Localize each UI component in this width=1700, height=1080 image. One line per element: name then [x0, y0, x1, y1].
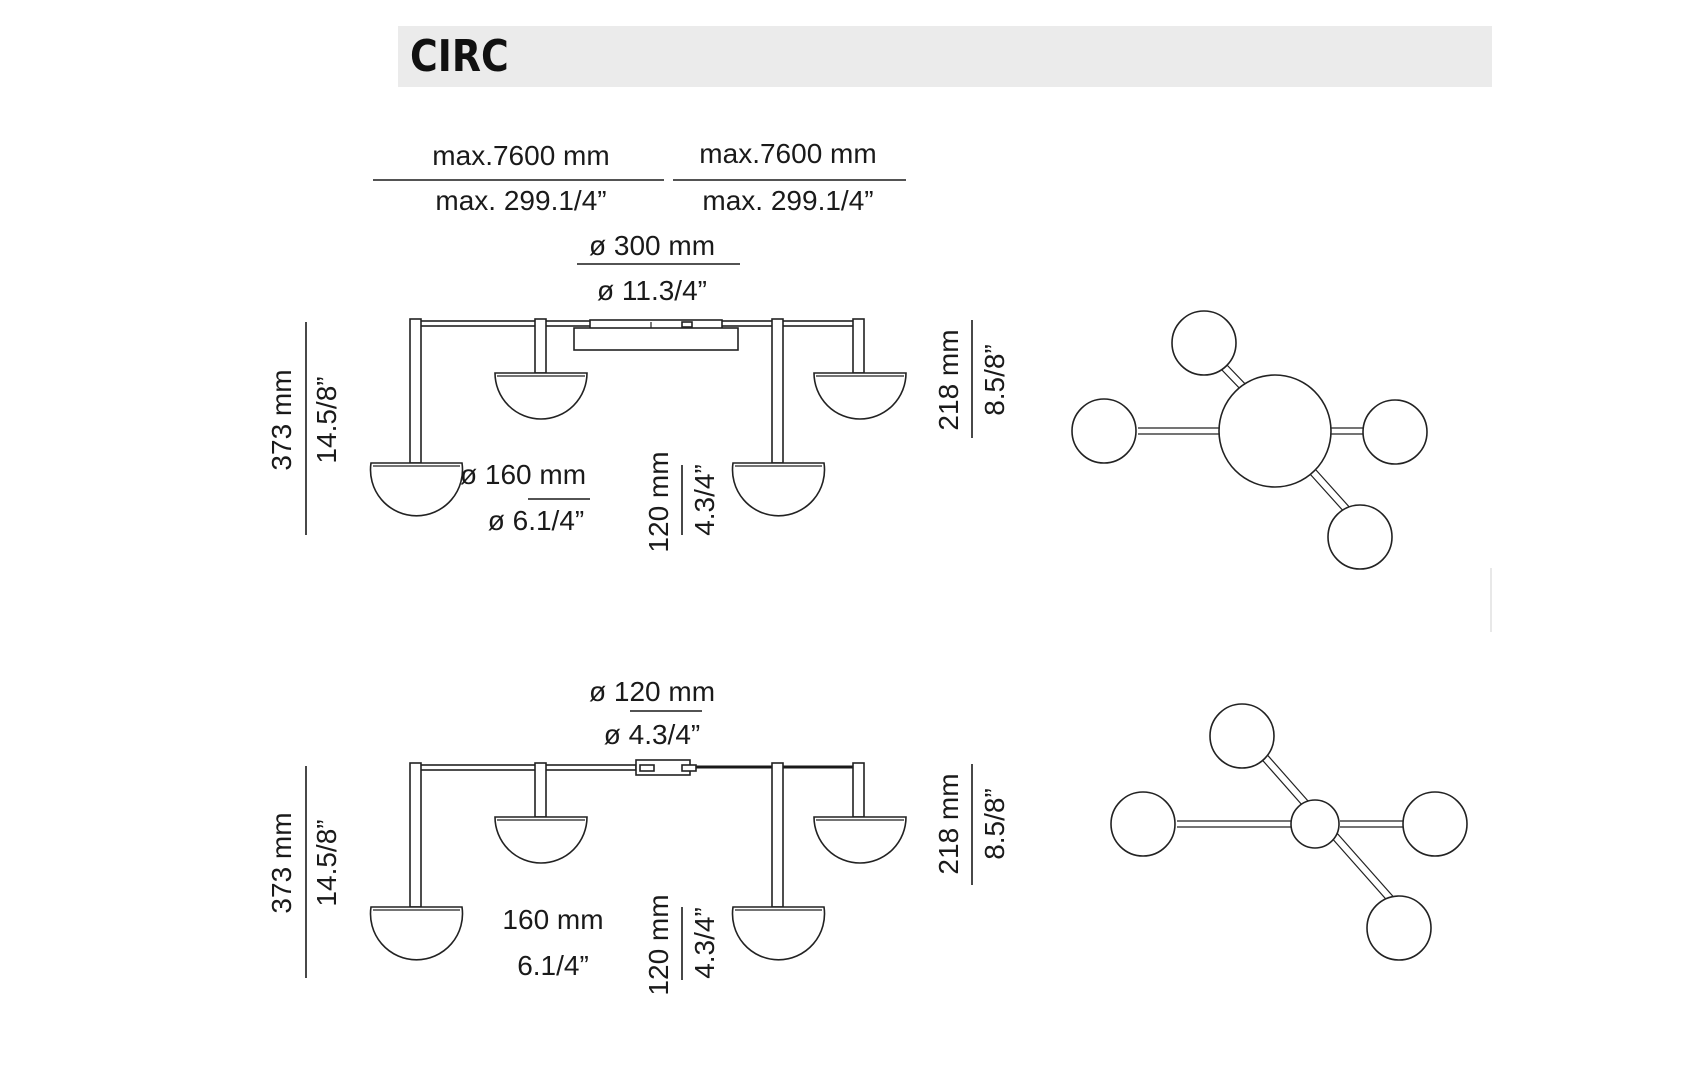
- arm: [1329, 835, 1393, 907]
- shade-diameter-in: 6.1/4”: [517, 950, 589, 981]
- rail: [419, 764, 637, 771]
- canopy-detail: [681, 321, 693, 328]
- shade: [494, 816, 588, 864]
- shade-plan: [1366, 895, 1432, 961]
- arm: [1309, 473, 1347, 515]
- stem: [534, 762, 547, 818]
- stem: [534, 318, 547, 374]
- canopy-detail: [639, 764, 655, 772]
- canopy-diameter-mm: ø 300 mm: [589, 230, 715, 261]
- shade: [731, 906, 826, 961]
- canopy-plan: [1218, 374, 1332, 488]
- arm: [1315, 469, 1353, 511]
- total-height-mm: 373 mm: [266, 369, 297, 470]
- max-width-right-mm: max.7600 mm: [699, 138, 876, 169]
- canopy-plan: [1290, 799, 1340, 849]
- stem: [852, 318, 865, 374]
- drop-height-in: 8.5/8”: [979, 788, 1010, 860]
- shade-plan: [1402, 791, 1468, 857]
- plan-view-1: [1071, 310, 1428, 570]
- elevation-view-1: max.7600 mm max. 299.1/4” max.7600 mm ma…: [266, 138, 1010, 553]
- shade-diameter-mm: 160 mm: [502, 904, 603, 935]
- shade-height-in: 4.3/4”: [689, 907, 720, 979]
- drop-height-in: 8.5/8”: [979, 344, 1010, 416]
- product-title: CIRC: [410, 31, 509, 82]
- canopy-diameter-mm: ø 120 mm: [589, 676, 715, 707]
- canopy-diameter-in: ø 11.3/4”: [597, 275, 707, 306]
- stem: [409, 762, 422, 908]
- stem: [771, 318, 784, 464]
- shade-height-mm: 120 mm: [643, 894, 674, 995]
- stem: [771, 762, 784, 908]
- total-height-in: 14.5/8”: [311, 376, 342, 463]
- max-width-left-mm: max.7600 mm: [432, 140, 609, 171]
- total-height-in: 14.5/8”: [311, 819, 342, 906]
- drop-height-mm: 218 mm: [933, 329, 964, 430]
- shade-plan: [1110, 791, 1176, 857]
- shade-diameter-mm: ø 160 mm: [460, 459, 586, 490]
- arm: [1262, 749, 1317, 811]
- shade-plan: [1209, 703, 1275, 769]
- shade: [813, 816, 907, 864]
- shade-plan: [1362, 399, 1428, 465]
- title-bar: CIRC: [398, 26, 1492, 87]
- shade: [494, 372, 588, 420]
- stem: [409, 318, 422, 464]
- shade: [369, 906, 464, 961]
- canopy-detail: [681, 764, 697, 772]
- shade: [813, 372, 907, 420]
- shade-diameter-in: ø 6.1/4”: [488, 505, 584, 536]
- shade-height-in: 4.3/4”: [689, 464, 720, 536]
- canopy-diameter-in: ø 4.3/4”: [604, 719, 700, 750]
- max-width-left-in: max. 299.1/4”: [435, 185, 606, 216]
- shade: [731, 462, 826, 517]
- shade-plan: [1327, 504, 1393, 570]
- drop-height-mm: 218 mm: [933, 773, 964, 874]
- total-height-mm: 373 mm: [266, 812, 297, 913]
- shade: [369, 462, 464, 517]
- elevation-view-2: ø 120 mm ø 4.3/4”: [266, 676, 1010, 996]
- plan-view-2: [1110, 703, 1468, 961]
- max-width-right-in: max. 299.1/4”: [702, 185, 873, 216]
- shade-plan: [1171, 310, 1237, 376]
- shade-plan: [1071, 398, 1137, 464]
- shade-height-mm: 120 mm: [643, 451, 674, 552]
- arm: [1335, 831, 1399, 903]
- stem: [852, 762, 865, 818]
- canopy-base: [573, 327, 739, 351]
